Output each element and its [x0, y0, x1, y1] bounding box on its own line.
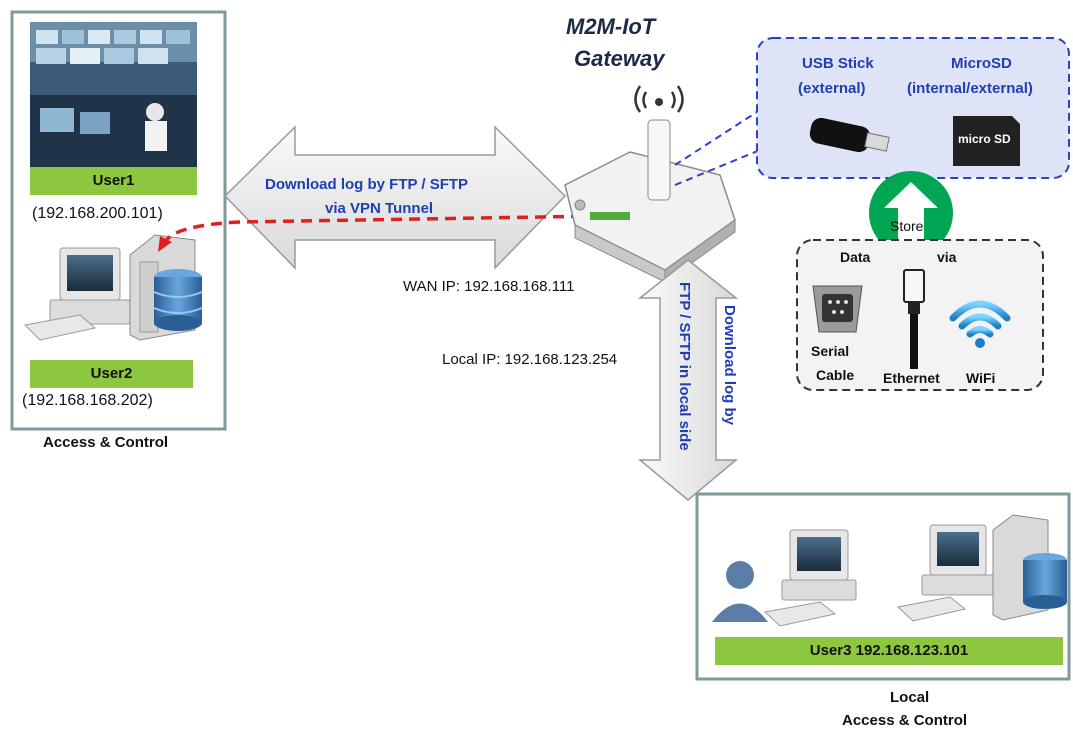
microsd-sublabel: (internal/external)	[907, 80, 1033, 97]
store-label: Store	[890, 218, 924, 234]
local-arrow-text-line1: Download log by	[721, 305, 738, 425]
store-arrow-icon	[869, 171, 953, 255]
usb-stick-sublabel: (external)	[798, 80, 866, 97]
storage-link-line-1	[674, 109, 761, 166]
user2-label: User2	[30, 360, 193, 388]
gateway-router-icon	[564, 85, 736, 283]
user1-ip: (192.168.200.101)	[32, 205, 163, 222]
cable-label: Cable	[816, 367, 855, 383]
data-interfaces-box	[796, 239, 1044, 391]
via-word: via	[937, 249, 957, 265]
user3-label: User3 192.168.123.101	[715, 637, 1063, 665]
gateway-title-line1: M2M-IoT	[566, 14, 656, 39]
person-avatar-icon	[712, 561, 768, 622]
usb-stick-icon	[809, 117, 890, 153]
microsd-card-icon	[953, 116, 1020, 166]
microsd-logo-text: micro SD	[958, 132, 1011, 146]
wan-arrow-text-line1: Download log by FTP / SFTP	[265, 176, 469, 193]
local-pc-and-server-icon	[896, 514, 1067, 622]
usb-stick-label: USB Stick	[802, 55, 874, 72]
pc-and-server-icon	[23, 234, 203, 341]
wifi-label: WiFi	[966, 370, 996, 386]
microsd-label: MicroSD	[951, 55, 1012, 72]
local-pc-icon	[763, 529, 857, 627]
wan-ip: WAN IP: 192.168.168.111	[403, 278, 575, 295]
local-caption-line1: Local	[890, 689, 930, 706]
serial-label: Serial	[811, 343, 850, 359]
data-word: Data	[840, 249, 871, 265]
wan-double-arrow	[223, 125, 567, 270]
control-room-photo	[30, 22, 197, 167]
vpn-tunnel-path	[163, 214, 601, 244]
local-double-arrow	[637, 259, 739, 501]
local-arrow-text-line2: FTP / SFTP in local side	[676, 282, 693, 451]
storage-link-line-2	[674, 149, 761, 186]
ethernet-label: Ethernet	[883, 370, 940, 386]
gateway-title-line2: Gateway	[574, 46, 665, 71]
vpn-tunnel-arrowhead	[158, 236, 172, 252]
serial-cable-icon	[812, 285, 863, 333]
wifi-icon	[949, 300, 1011, 348]
local-ip: Local IP: 192.168.123.254	[442, 351, 618, 368]
ethernet-cable-icon	[903, 269, 925, 369]
user2-ip: (192.168.168.202)	[22, 392, 153, 409]
wan-arrow-text-line2: via VPN Tunnel	[325, 200, 434, 217]
left-panel-caption: Access & Control	[43, 434, 169, 451]
user1-label: User1	[30, 167, 197, 195]
local-caption-line2: Access & Control	[842, 712, 968, 729]
